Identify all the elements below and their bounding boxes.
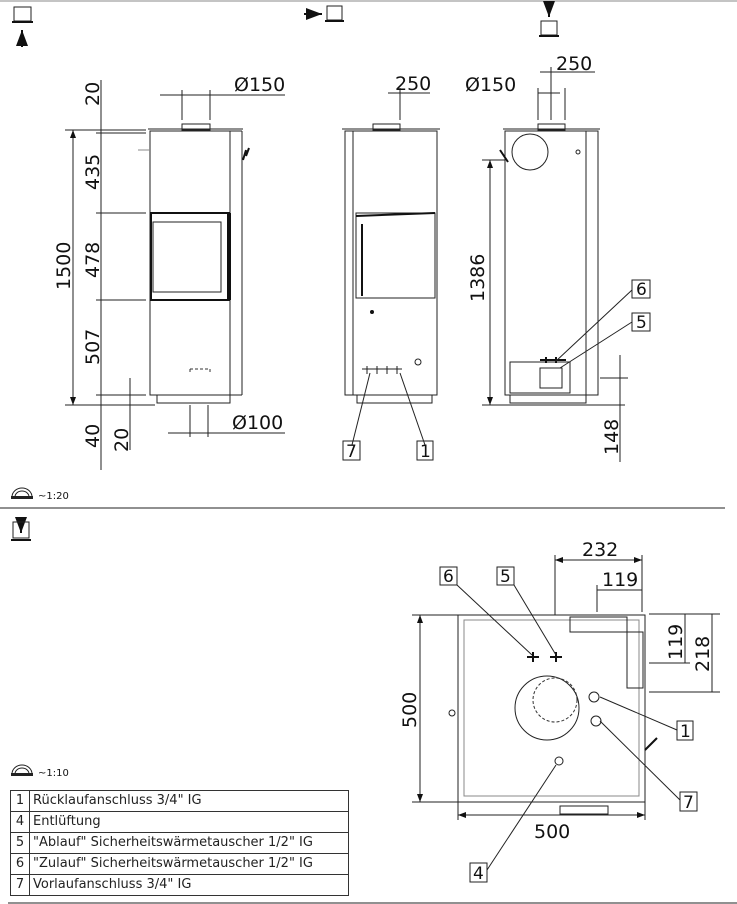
dim-lower: 507 — [82, 329, 104, 365]
dim-flue-bottom: Ø100 — [232, 412, 283, 434]
view-back-icon — [539, 1, 559, 37]
dim-back-flue-offset: 250 — [556, 53, 592, 75]
side-view: 250 7 1 — [342, 73, 440, 462]
legend-text: "Ablauf" Sicherheitswärmetauscher 1/2" I… — [29, 832, 349, 854]
dim-upper: 435 — [82, 154, 104, 190]
dim-flue-top: Ø150 — [234, 74, 285, 96]
plan-view: 232 119 119 218 500 500 6 5 1 7 4 — [399, 539, 720, 884]
dim-connection-height: 148 — [601, 419, 623, 455]
dim-back-flue: Ø150 — [465, 74, 516, 96]
legend-text: "Zulauf" Sicherheitswärmetauscher 1/2" I… — [29, 853, 349, 875]
callout-1: 1 — [420, 442, 431, 462]
dim-plan-width: 500 — [534, 821, 570, 843]
callout-5: 5 — [636, 313, 647, 333]
dim-back-height: 1386 — [467, 254, 489, 302]
legend-num: 5 — [10, 832, 30, 854]
front-view: 20 435 478 507 1500 40 20 Ø150 Ø100 — [53, 74, 285, 470]
dim-plan-offset-right: 119 — [665, 624, 687, 660]
dim-top-gap: 20 — [82, 82, 104, 106]
dim-plan-depth: 500 — [399, 692, 421, 728]
dim-plan-width-top: 232 — [582, 539, 618, 561]
dim-firebox: 478 — [82, 242, 104, 278]
legend-num: 4 — [10, 811, 30, 833]
dim-plan-depth-right: 218 — [692, 636, 714, 672]
back-view: Ø150 250 1386 148 6 5 — [465, 53, 651, 462]
dim-foot: 40 — [82, 424, 104, 448]
scale-plan: ~1:10 — [38, 768, 69, 779]
legend-row: 5"Ablauf" Sicherheitswärmetauscher 1/2" … — [10, 832, 349, 854]
callout-5: 5 — [500, 567, 511, 587]
scale-icon — [11, 487, 33, 499]
legend-num: 1 — [10, 790, 30, 812]
legend-text: Vorlaufanschluss 3/4" IG — [29, 874, 349, 896]
scale-icon — [11, 764, 33, 776]
view-top-icon — [11, 517, 31, 541]
callout-6: 6 — [636, 280, 647, 300]
view-side-icon — [304, 5, 344, 22]
callout-7: 7 — [346, 442, 357, 462]
callout-7: 7 — [683, 793, 694, 813]
dim-side-flue-offset: 250 — [395, 73, 431, 95]
legend-text: Entlüftung — [29, 811, 349, 833]
scale-elevation: ~1:20 — [38, 491, 69, 502]
dim-total-height: 1500 — [53, 242, 75, 290]
dim-plan-offset-top: 119 — [602, 569, 638, 591]
view-front-icon — [12, 6, 33, 47]
legend-text: Rücklaufanschluss 3/4" IG — [29, 790, 349, 812]
callout-4: 4 — [473, 864, 484, 884]
legend-num: 7 — [10, 874, 30, 896]
callout-6: 6 — [443, 567, 454, 587]
legend-row: 6"Zulauf" Sicherheitswärmetauscher 1/2" … — [10, 853, 349, 875]
callout-1: 1 — [680, 722, 691, 742]
dim-foot-gap: 20 — [111, 428, 133, 452]
legend-num: 6 — [10, 853, 30, 875]
